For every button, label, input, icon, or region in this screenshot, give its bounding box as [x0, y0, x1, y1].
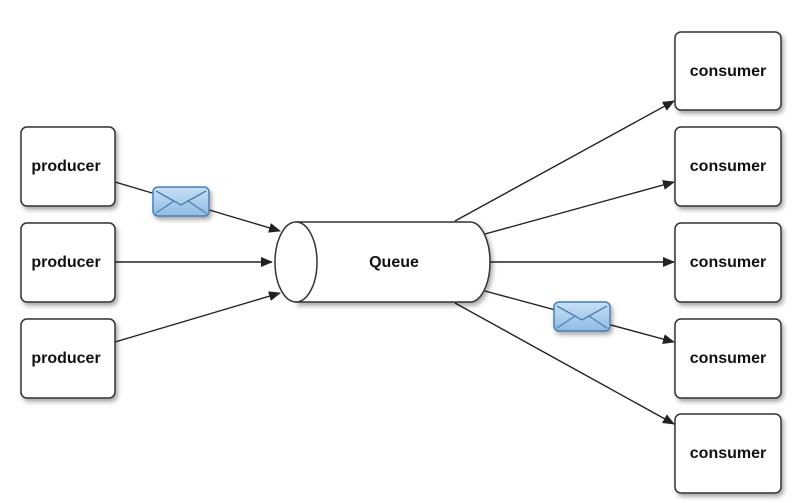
- producer-label: producer: [31, 158, 100, 175]
- envelope-icon: [553, 301, 611, 332]
- consumer-label: consumer: [690, 254, 766, 271]
- producer-box: producer: [20, 318, 116, 399]
- consumer-label: consumer: [690, 63, 766, 80]
- producer-box: producer: [20, 126, 116, 207]
- arrow-consumer-2: [484, 180, 675, 235]
- consumer-box: consumer: [674, 413, 782, 494]
- consumer-label: consumer: [690, 158, 766, 175]
- consumer-label: consumer: [690, 350, 766, 367]
- consumer-label: consumer: [690, 445, 766, 462]
- arrow-consumer-1: [454, 100, 675, 222]
- producer-label: producer: [31, 350, 100, 367]
- envelope-icon: [152, 186, 210, 217]
- consumer-box: consumer: [674, 222, 782, 303]
- producer-box: producer: [20, 222, 116, 303]
- arrow-consumer-5: [454, 302, 675, 425]
- consumer-box: consumer: [674, 318, 782, 399]
- arrow-producer-3: [114, 291, 281, 343]
- producer-label: producer: [31, 254, 100, 271]
- queue-cylinder: Queue: [274, 221, 491, 303]
- consumer-box: consumer: [674, 126, 782, 207]
- queue-label: Queue: [369, 254, 419, 271]
- consumer-box: consumer: [674, 31, 782, 111]
